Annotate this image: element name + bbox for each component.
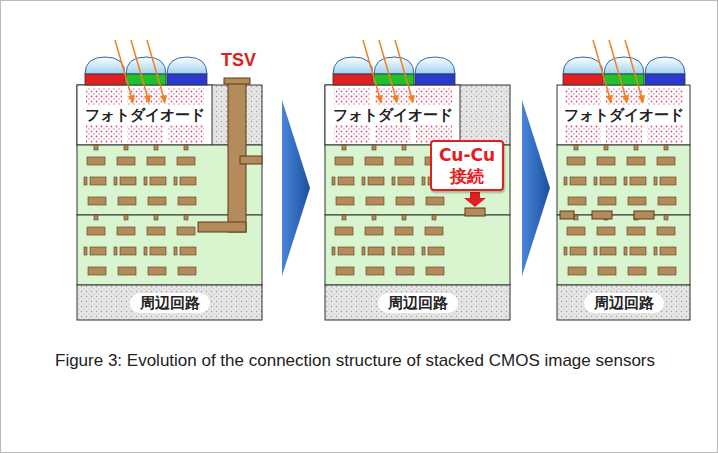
peripheral-circuit-layer: 周辺回路 [77, 285, 262, 320]
layer-label: フォトダイオード [83, 105, 207, 125]
progress-chevron [282, 100, 310, 276]
layer-label: フォトダイオード [562, 105, 686, 125]
callout-box: Cu-Cu 接続 [430, 140, 504, 191]
callout-text: Cu-Cu 接続 [436, 145, 498, 186]
pointer-arrow [464, 192, 486, 207]
microlens-filter [85, 40, 685, 104]
figure-caption: Figure 3: Evolution of the connection st… [55, 350, 675, 373]
panel-2 [325, 85, 510, 320]
progress-chevron [522, 100, 550, 276]
layer-label: フォトダイオード [331, 105, 455, 125]
layer-label: 周辺回路 [378, 293, 458, 313]
layer-label: 周辺回路 [130, 293, 210, 313]
photodiode-layer: フォトダイオード [557, 85, 690, 145]
peripheral-circuit-layer: 周辺回路 [557, 285, 690, 320]
part-label: TSV [221, 50, 256, 71]
cu-pad [465, 208, 654, 219]
layer-label: 周辺回路 [584, 293, 664, 313]
wiring [84, 145, 676, 275]
tsv-pillar [198, 78, 262, 232]
peripheral-circuit-layer: 周辺回路 [325, 285, 510, 320]
photodiode-layer: フォトダイオード [325, 85, 460, 145]
photodiode-layer: フォトダイオード [77, 85, 212, 145]
panel-3 [557, 85, 690, 320]
